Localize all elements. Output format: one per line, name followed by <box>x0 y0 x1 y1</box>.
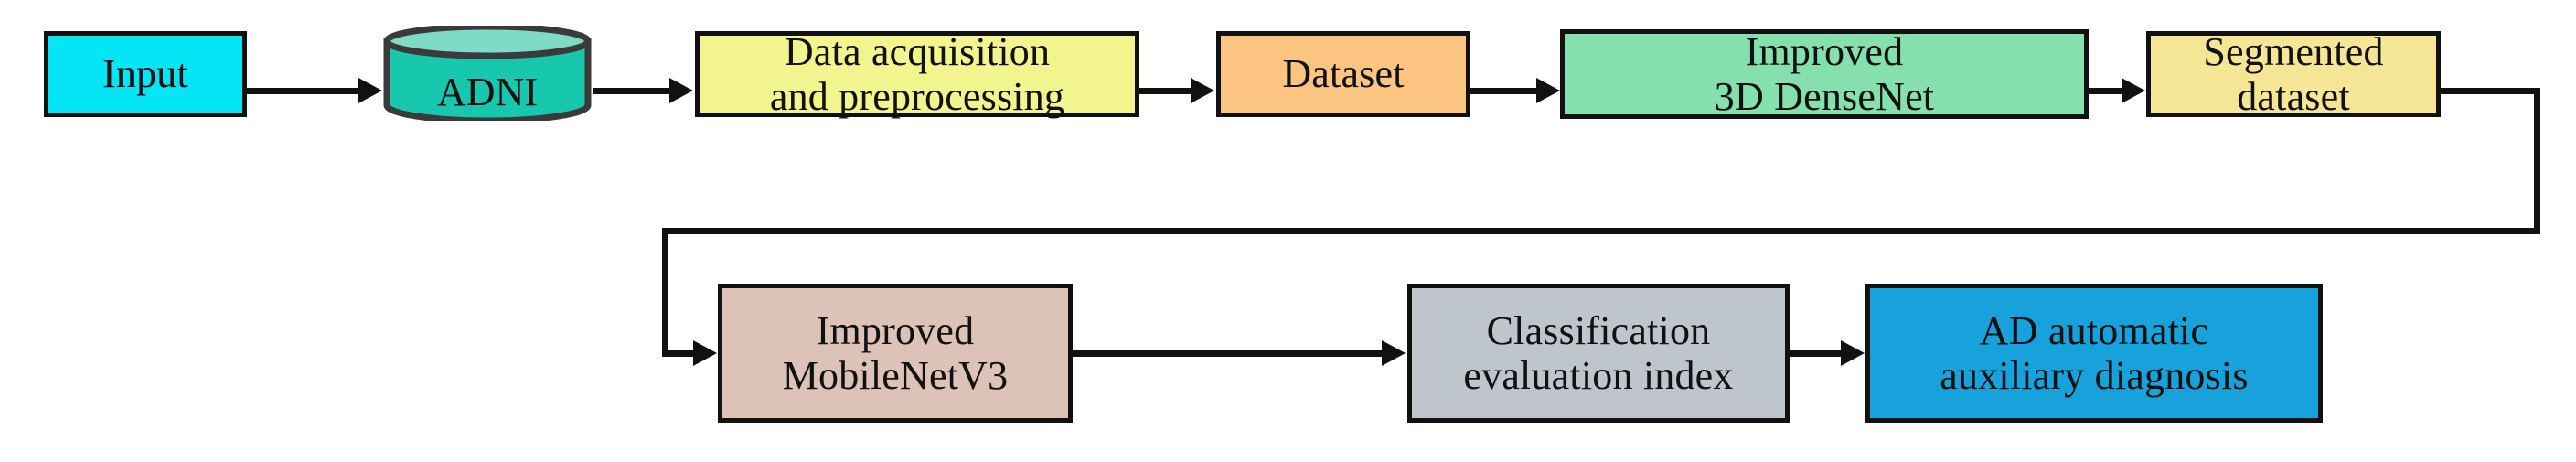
node-data-acquisition-line-1: Data acquisition <box>784 28 1051 74</box>
node-input[interactable]: Input <box>44 31 247 117</box>
edge-input-to-adni-line <box>247 88 358 94</box>
node-improved-mobilenetv3-text: Improved MobileNetV3 <box>772 308 1020 399</box>
node-data-acquisition[interactable]: Data acquisition and preprocessing <box>695 29 1139 120</box>
edge-densenet-to-segmented-arrowhead <box>2122 78 2145 103</box>
edge-adni-to-dataacq-line <box>593 88 669 94</box>
node-improved-mobilenetv3-line-2: MobileNetV3 <box>782 353 1009 398</box>
node-classification-evaluation-index-line-2: evaluation index <box>1463 353 1734 398</box>
node-improved-mobilenetv3[interactable]: Improved MobileNetV3 <box>718 284 1073 423</box>
database-cylinder-icon <box>383 26 592 121</box>
edge-segmented-to-mobilenet-seg-left <box>662 228 2534 234</box>
edge-segmented-to-mobilenet-arrowhead <box>693 340 717 366</box>
node-ad-automatic-auxiliary-diagnosis-line-1: AD automatic <box>1979 307 2209 353</box>
edge-dataacq-to-dataset-line <box>1139 88 1191 94</box>
edge-dataset-to-densenet-line <box>1470 88 1536 94</box>
node-improved-3d-densenet[interactable]: Improved 3D DenseNet <box>1560 29 2089 119</box>
node-ad-automatic-auxiliary-diagnosis-text: AD automatic auxiliary diagnosis <box>1929 308 2259 399</box>
node-improved-mobilenetv3-line-1: Improved <box>816 307 975 353</box>
edge-classeval-to-addiag-line <box>1790 350 1841 357</box>
edge-input-to-adni-arrowhead <box>358 78 382 103</box>
node-improved-3d-densenet-text: Improved 3D DenseNet <box>1704 29 1945 120</box>
node-improved-3d-densenet-line-2: 3D DenseNet <box>1714 74 1935 119</box>
node-input-line-1: Input <box>102 51 188 97</box>
node-segmented-dataset-line-2: dataset <box>2237 74 2350 119</box>
node-segmented-dataset-text: Segmented dataset <box>2192 29 2394 120</box>
edge-segmented-to-mobilenet-seg-into-node <box>662 350 695 357</box>
edge-adni-to-dataacq-arrowhead <box>669 78 693 103</box>
edge-dataset-to-densenet-arrowhead <box>1536 78 1560 103</box>
node-ad-automatic-auxiliary-diagnosis-line-2: auxiliary diagnosis <box>1940 353 2249 398</box>
node-dataset-line-1: Dataset <box>1282 51 1405 97</box>
edge-mobilenet-to-classeval-line <box>1073 350 1382 357</box>
edge-dataacq-to-dataset-arrowhead <box>1191 78 1214 103</box>
node-adni-label: ADNI <box>437 69 538 114</box>
edge-segmented-to-mobilenet-seg-down-left <box>662 228 668 354</box>
node-data-acquisition-line-2: and preprocessing <box>769 74 1065 119</box>
node-adni-database[interactable]: ADNI <box>382 26 593 121</box>
node-dataset[interactable]: Dataset <box>1216 31 1470 117</box>
node-classification-evaluation-index[interactable]: Classification evaluation index <box>1407 284 1790 423</box>
edge-segmented-to-mobilenet-seg-right <box>2440 88 2540 94</box>
node-classification-evaluation-index-line-1: Classification <box>1486 307 1711 353</box>
node-ad-automatic-auxiliary-diagnosis[interactable]: AD automatic auxiliary diagnosis <box>1865 284 2323 423</box>
node-classification-evaluation-index-text: Classification evaluation index <box>1452 308 1744 399</box>
edge-densenet-to-segmented-line <box>2089 88 2122 94</box>
node-improved-3d-densenet-line-1: Improved <box>1745 28 1904 74</box>
node-segmented-dataset[interactable]: Segmented dataset <box>2146 29 2441 120</box>
edge-mobilenet-to-classeval-arrowhead <box>1382 340 1406 366</box>
node-data-acquisition-text: Data acquisition and preprocessing <box>759 29 1075 120</box>
edge-segmented-to-mobilenet-seg-down-right <box>2534 88 2540 234</box>
edge-classeval-to-addiag-arrowhead <box>1841 340 1865 366</box>
node-segmented-dataset-line-1: Segmented <box>2203 28 2384 74</box>
